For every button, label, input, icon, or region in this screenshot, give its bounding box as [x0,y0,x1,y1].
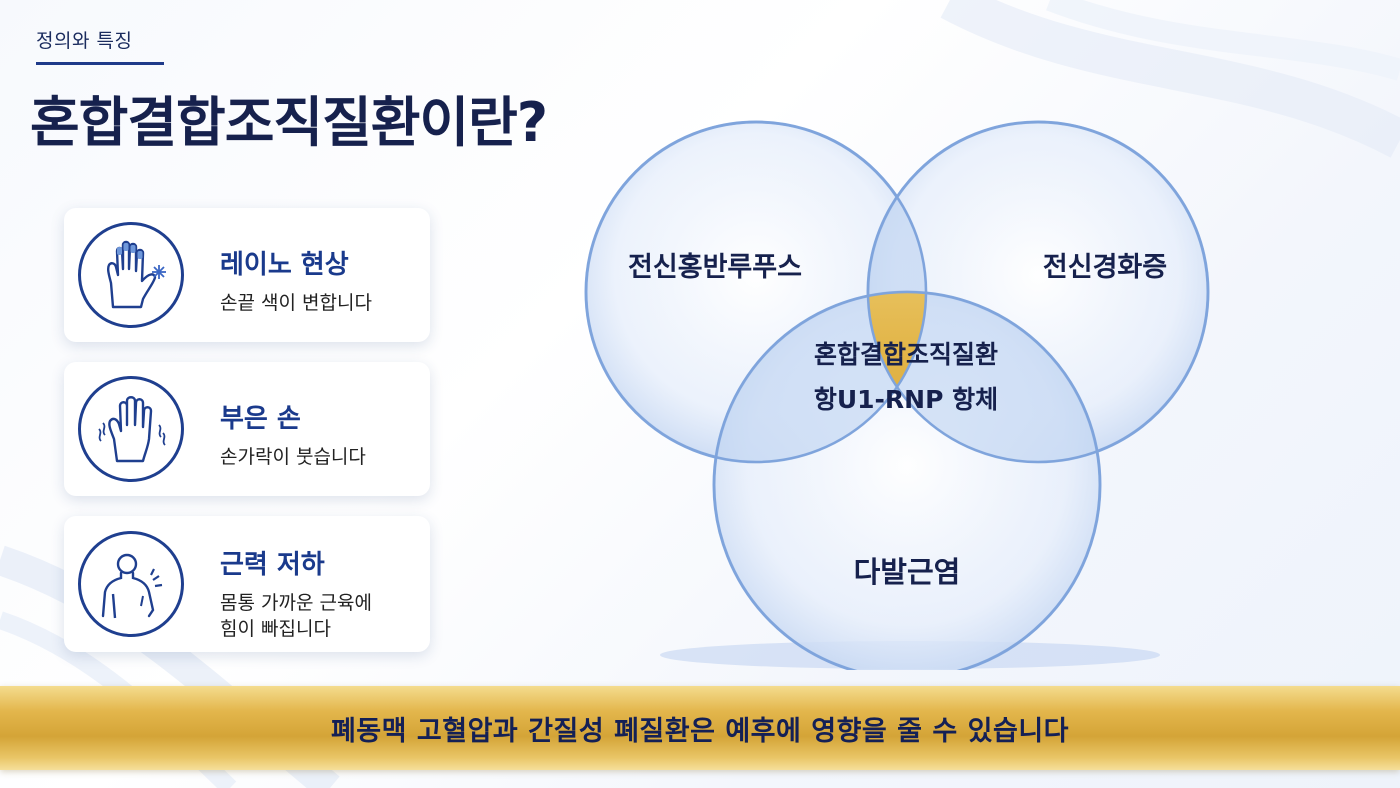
symptom-title: 부은 손 [220,404,301,434]
symptom-desc: 몸통 가까운 근육에 힘이 빠집니다 [220,592,372,640]
swollen-hand-icon [78,376,184,482]
venn-diagram: 전신홍반루푸스 전신경화증 다발근염 혼합결합조직질환 항U1-RNP 항체 [584,120,1210,670]
label-lupus: 전신홍반루푸스 [628,252,802,283]
cold-hand-icon [78,222,184,328]
symptom-card-swollen-hands: 부은 손 손가락이 붓습니다 [64,362,430,496]
label-antibody: 항U1-RNP 항체 [814,385,998,414]
banner-text: 폐동맥 고혈압과 간질성 폐질환은 예후에 영향을 줄 수 있습니다 [330,715,1070,747]
page-title: 혼합결합조직질환이란? [30,91,548,154]
symptom-title: 근력 저하 [220,550,325,580]
symptom-desc: 손끝 색이 변합니다 [220,292,372,314]
muscle-weakness-icon [78,531,184,637]
bottom-banner: 폐동맥 고혈압과 간질성 폐질환은 예후에 영향을 줄 수 있습니다 [0,686,1400,770]
label-polymyositis: 다발근염 [854,555,961,589]
symptom-card-muscle-weakness: 근력 저하 몸통 가까운 근육에 힘이 빠집니다 [64,516,430,652]
symptom-title: 레이노 현상 [220,250,349,280]
symptom-card-raynaud: 레이노 현상 손끝 색이 변합니다 [64,208,430,342]
label-scleroderma: 전신경화증 [1043,252,1167,283]
label-mctd: 혼합결합조직질환 [814,340,998,369]
section-eyebrow: 정의와 특징 [36,26,164,65]
symptom-desc: 손가락이 붓습니다 [220,446,366,468]
